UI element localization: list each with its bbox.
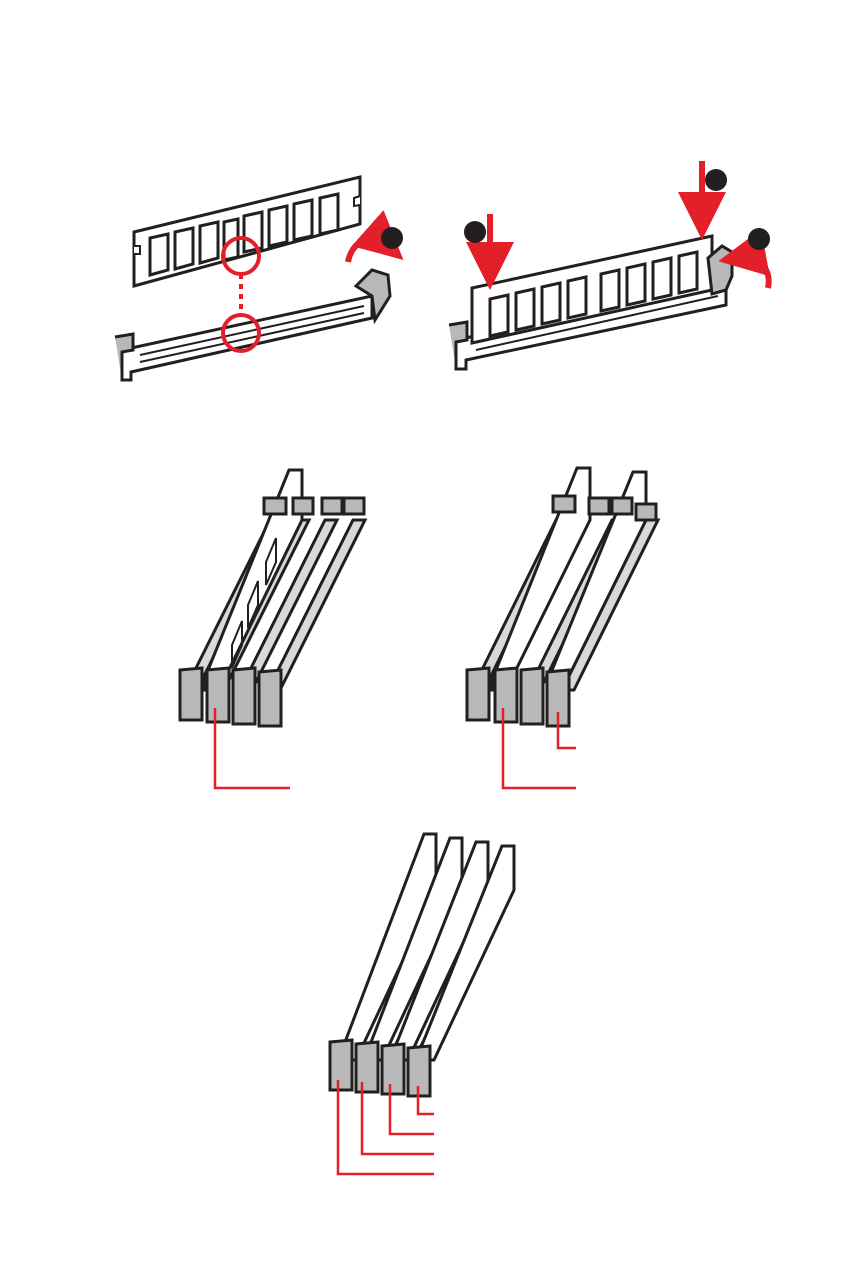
step-marker-icon bbox=[748, 228, 770, 250]
configuration-four-dimms bbox=[330, 834, 514, 1174]
step-marker-icon bbox=[381, 227, 403, 249]
top-right-installation-step bbox=[449, 161, 770, 369]
latch-rotate-icon bbox=[736, 257, 769, 288]
step-marker-icon bbox=[464, 221, 486, 243]
dimm-slot-left bbox=[115, 270, 390, 380]
top-left-installation-step bbox=[115, 177, 403, 380]
step-marker-icon bbox=[705, 169, 727, 191]
dimm-module-left bbox=[134, 177, 360, 286]
latch-right-slot-right bbox=[708, 246, 732, 294]
configuration-one-dimm bbox=[180, 470, 365, 788]
configuration-two-dimms bbox=[467, 468, 658, 788]
